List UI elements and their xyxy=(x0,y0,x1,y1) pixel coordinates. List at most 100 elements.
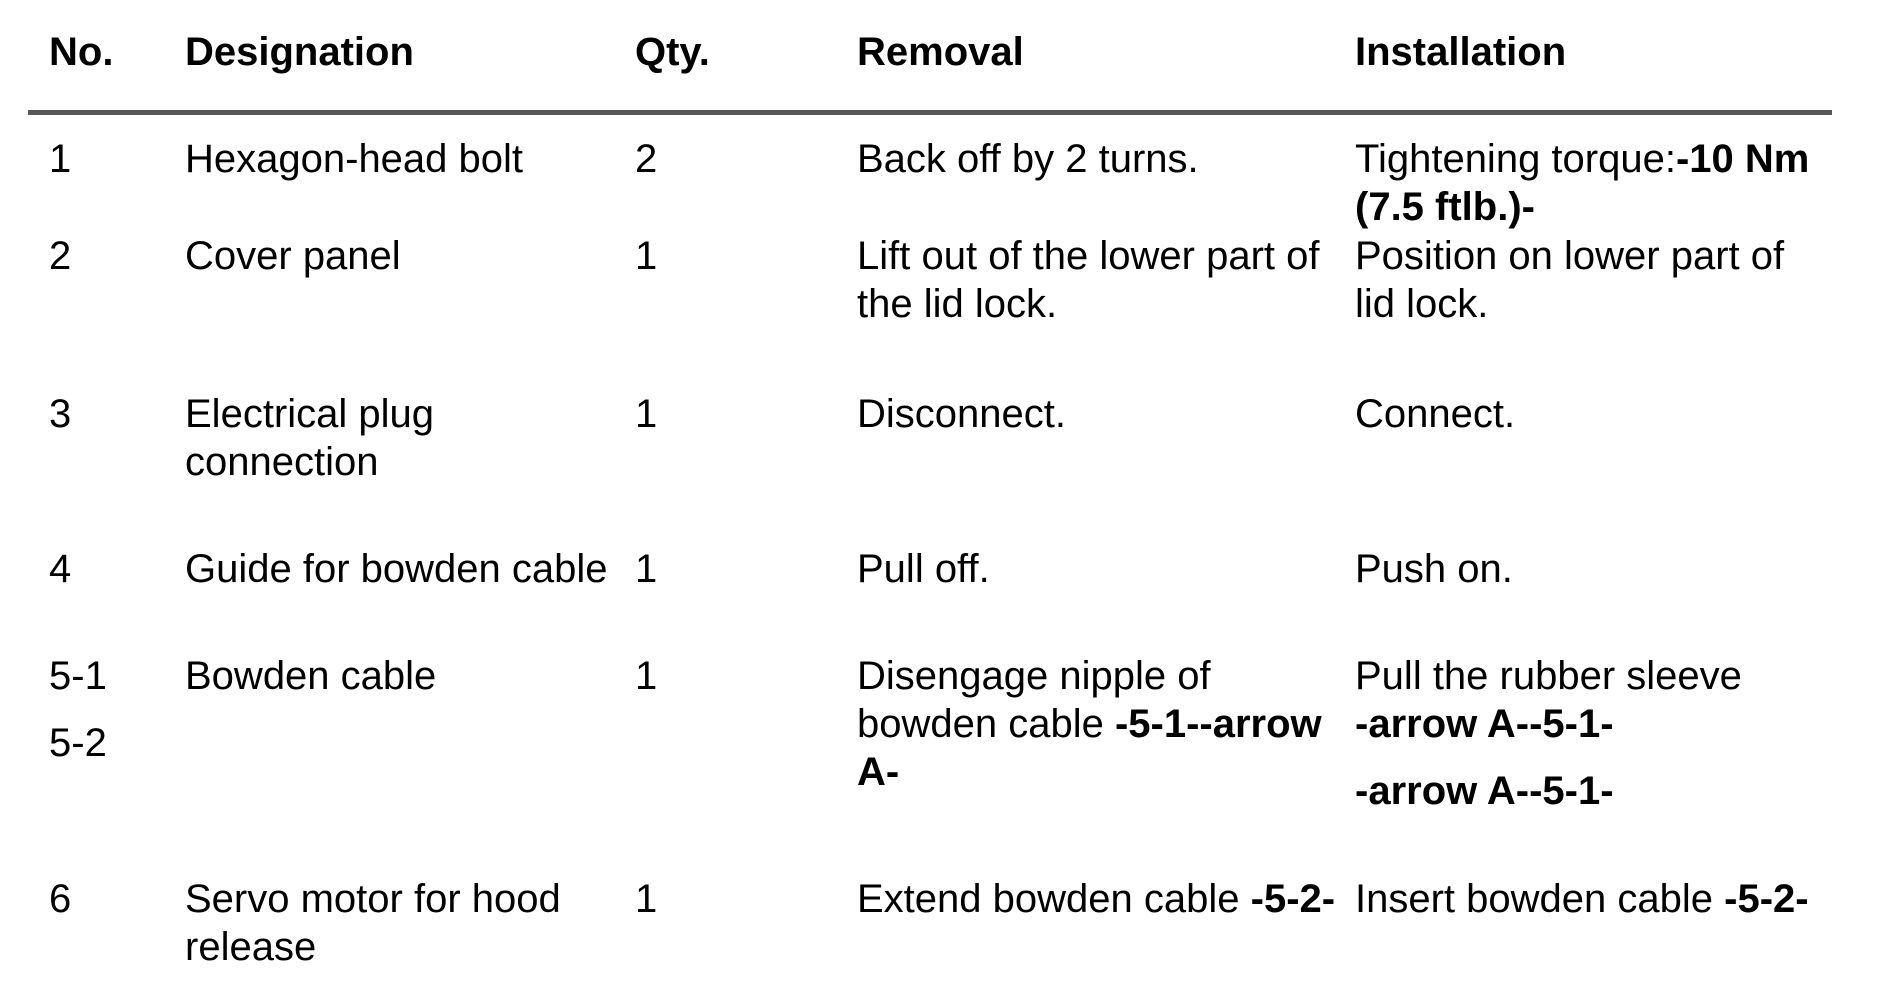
cell-installation: Tightening torque:-10 Nm (7.5 ftlb.)- xyxy=(1355,135,1860,231)
cell-paragraph: Insert bowden cable -5-2- xyxy=(1355,875,1860,923)
cell-designation: Electrical plug connection xyxy=(185,390,635,486)
cell-removal: Extend bowden cable -5-2- xyxy=(857,875,1355,923)
text-segment: 2 xyxy=(49,234,72,278)
cell-no: 3 xyxy=(49,390,185,438)
cell-paragraph: 1 xyxy=(635,232,857,280)
cell-paragraph: 2 xyxy=(635,135,857,183)
cell-designation: Guide for bowden cable xyxy=(185,545,635,593)
cell-designation: Cover panel xyxy=(185,232,635,280)
column-header-designation: Designation xyxy=(185,30,414,74)
cell-paragraph: Disconnect. xyxy=(857,390,1355,438)
text-segment: Tightening torque: xyxy=(1355,137,1676,181)
cell-paragraph: -arrow A--5-1- xyxy=(1355,767,1860,815)
table-row: 6 Servo motor for hood release 1 Extend bow… xyxy=(49,875,1860,971)
cell-removal: Pull off. xyxy=(857,545,1355,593)
cell-no: 1 xyxy=(49,135,185,183)
text-segment: Disengage nipple of bowden cable xyxy=(857,654,1211,746)
text-segment: 5-1 xyxy=(49,654,107,698)
cell-paragraph: Extend bowden cable -5-2- xyxy=(857,875,1355,923)
cell-qty: 1 xyxy=(635,652,857,700)
column-header-no: No. xyxy=(49,30,114,74)
cell-designation: Bowden cable xyxy=(185,652,635,700)
text-segment: Hexagon-head bolt xyxy=(185,137,524,181)
cell-no: 2 xyxy=(49,232,185,280)
cell-paragraph: Hexagon-head bolt xyxy=(185,135,635,183)
cell-paragraph: 4 xyxy=(49,545,185,593)
cell-removal: Lift out of the lower part of the lid lo… xyxy=(857,232,1355,328)
text-segment: 6 xyxy=(49,877,72,921)
emphasis-text: -arrow A--5-1- xyxy=(1355,769,1614,813)
text-segment: 5-2 xyxy=(49,721,107,765)
table-row: 3 Electrical plug connection 1 Disconnect.C… xyxy=(49,390,1860,486)
emphasis-text: -arrow A--5-1- xyxy=(1355,702,1614,746)
cell-qty: 1 xyxy=(635,545,857,593)
column-header-installation: Installation xyxy=(1355,30,1567,74)
column-header-removal: Removal xyxy=(857,30,1024,74)
cell-paragraph: Position on lower part of lid lock. xyxy=(1355,232,1860,328)
cell-designation: Hexagon-head bolt xyxy=(185,135,635,183)
cell-paragraph: Guide for bowden cable xyxy=(185,545,635,593)
text-segment: Position on lower part of lid lock. xyxy=(1355,234,1785,326)
text-segment: Lift out of the lower part of the lid lo… xyxy=(857,234,1320,326)
text-segment: 1 xyxy=(635,392,658,436)
emphasis-text: -5-1--arrow A- xyxy=(857,702,1322,794)
cell-paragraph: 1 xyxy=(635,875,857,923)
text-segment: Insert bowden cable xyxy=(1355,877,1725,921)
cell-paragraph: 5-1 xyxy=(49,652,185,700)
cell-no: 5-1 5-2 xyxy=(49,652,185,767)
text-segment: Push on. xyxy=(1355,547,1513,591)
cell-paragraph: 1 xyxy=(635,545,857,593)
cell-paragraph: 1 xyxy=(635,652,857,700)
text-segment: Bowden cable xyxy=(185,654,437,698)
cell-installation: Pull the rubber sleeve -arrow A--5-1--ar… xyxy=(1355,652,1860,815)
cell-qty: 1 xyxy=(635,232,857,280)
text-segment: Pull off. xyxy=(857,547,990,591)
cell-paragraph: Cover panel xyxy=(185,232,635,280)
cell-paragraph: 1 xyxy=(635,390,857,438)
text-segment: 1 xyxy=(635,877,658,921)
cell-paragraph: 3 xyxy=(49,390,185,438)
text-segment: Electrical plug connection xyxy=(185,392,435,484)
cell-installation: Connect. xyxy=(1355,390,1860,438)
cell-paragraph: Push on. xyxy=(1355,545,1860,593)
cell-installation: Insert bowden cable -5-2- xyxy=(1355,875,1860,923)
emphasis-text: -5-2- xyxy=(1250,877,1336,921)
cell-paragraph: Disengage nipple of bowden cable -5-1--a… xyxy=(857,652,1355,796)
cell-paragraph: Back off by 2 turns. xyxy=(857,135,1355,183)
text-segment: Back off by 2 turns. xyxy=(857,137,1199,181)
cell-paragraph: Pull the rubber sleeve -arrow A--5-1- xyxy=(1355,652,1860,748)
text-segment: 1 xyxy=(635,654,658,698)
text-segment: Connect. xyxy=(1355,392,1516,436)
cell-no: 6 xyxy=(49,875,185,923)
cell-paragraph: Servo motor for hood release xyxy=(185,875,635,971)
text-segment: Guide for bowden cable xyxy=(185,547,608,591)
text-segment: Pull the rubber sleeve xyxy=(1355,654,1742,698)
cell-qty: 2 xyxy=(635,135,857,183)
cell-paragraph: Tightening torque:-10 Nm (7.5 ftlb.)- xyxy=(1355,135,1860,231)
cell-paragraph: 5-2 xyxy=(49,719,185,767)
cell-paragraph: 2 xyxy=(49,232,185,280)
text-segment: 3 xyxy=(49,392,72,436)
cell-paragraph: 6 xyxy=(49,875,185,923)
cell-removal: Disengage nipple of bowden cable -5-1--a… xyxy=(857,652,1355,796)
cell-paragraph: Connect. xyxy=(1355,390,1860,438)
cell-paragraph: Lift out of the lower part of the lid lo… xyxy=(857,232,1355,328)
cell-qty: 1 xyxy=(635,390,857,438)
text-segment: 4 xyxy=(49,547,72,591)
text-segment: Servo motor for hood release xyxy=(185,877,561,969)
cell-removal: Back off by 2 turns. xyxy=(857,135,1355,183)
cell-paragraph: Pull off. xyxy=(857,545,1355,593)
cell-paragraph: Electrical plug connection xyxy=(185,390,635,486)
text-segment: 1 xyxy=(635,234,658,278)
cell-paragraph: 1 xyxy=(49,135,185,183)
cell-installation: Position on lower part of lid lock. xyxy=(1355,232,1860,328)
cell-removal: Disconnect. xyxy=(857,390,1355,438)
table-row: 5-1 5-2 Bowden cable 1 Disengage nipple of b… xyxy=(49,652,1860,815)
emphasis-text: -5-2- xyxy=(1724,877,1809,921)
cell-qty: 1 xyxy=(635,875,857,923)
